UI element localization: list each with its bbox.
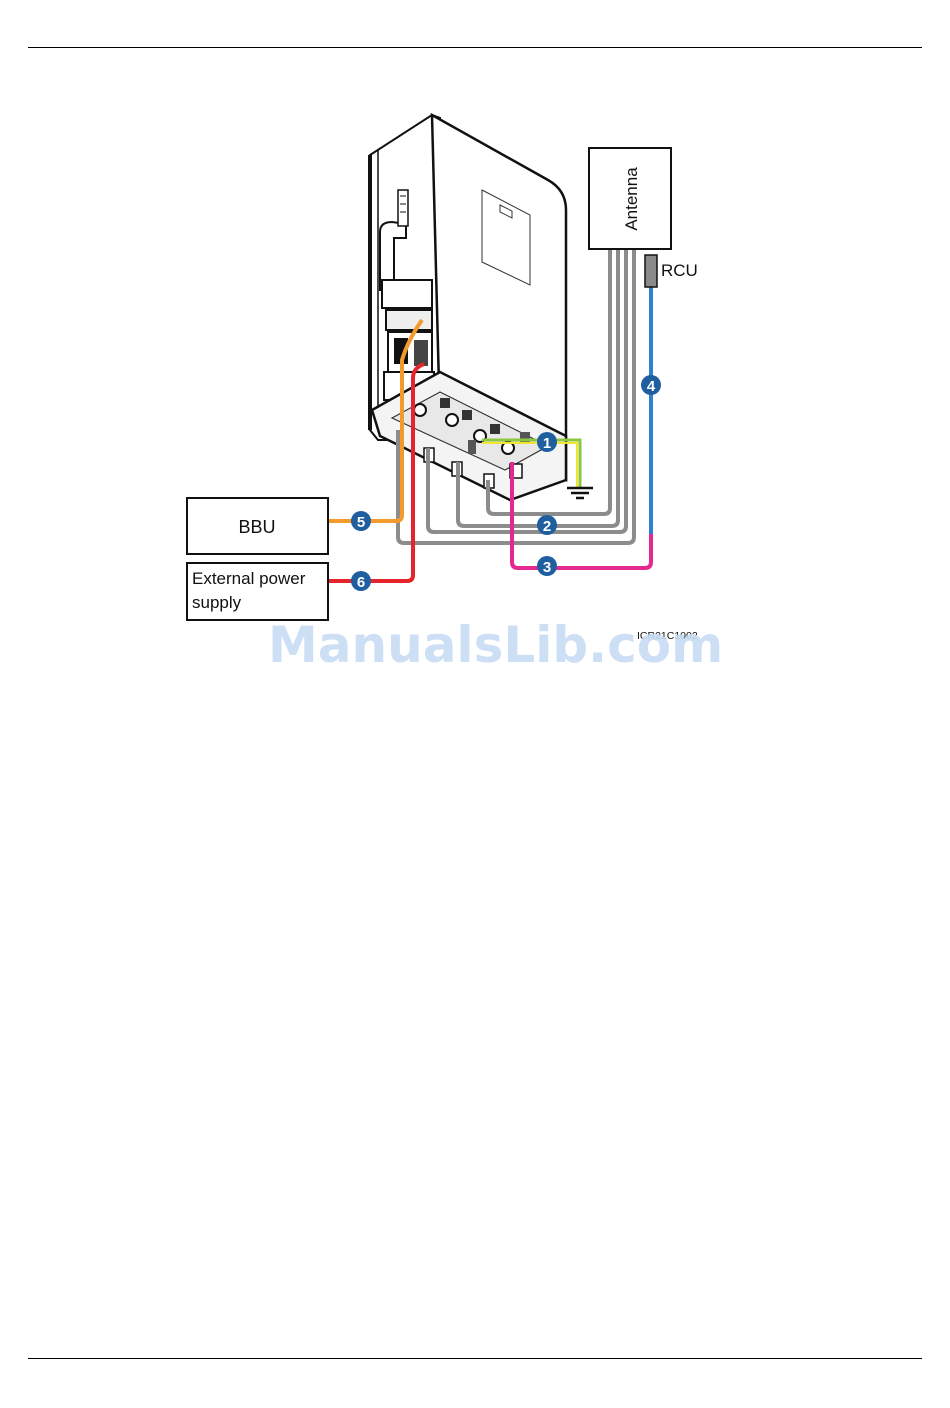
footer-rule <box>28 1358 922 1359</box>
svg-text:4: 4 <box>647 378 656 395</box>
callout-2: 2 <box>537 515 557 535</box>
figure-id: ICR21C1002 <box>637 630 698 642</box>
callout-5: 5 <box>351 511 371 531</box>
svg-text:5: 5 <box>357 514 365 531</box>
antenna-label: Antenna <box>622 167 641 231</box>
callout-3: 3 <box>537 556 557 576</box>
svg-text:2: 2 <box>543 518 551 535</box>
callout-4: 4 <box>641 375 661 395</box>
ground-symbol-icon <box>567 488 593 498</box>
antenna-box: Antenna <box>589 148 671 249</box>
bbu-label: BBU <box>238 517 275 537</box>
power-supply-label-line1: External power <box>192 569 306 588</box>
svg-text:6: 6 <box>357 574 365 591</box>
svg-text:1: 1 <box>543 435 551 452</box>
svg-text:3: 3 <box>543 559 551 576</box>
power-supply-label-line2: supply <box>192 593 242 612</box>
rcu-module-icon <box>645 255 657 287</box>
cable-connection-diagram: Antenna RCU BBU External power supply 1 … <box>0 0 950 700</box>
callout-6: 6 <box>351 571 371 591</box>
rcu-label: RCU <box>661 261 698 280</box>
callout-1: 1 <box>537 432 557 452</box>
